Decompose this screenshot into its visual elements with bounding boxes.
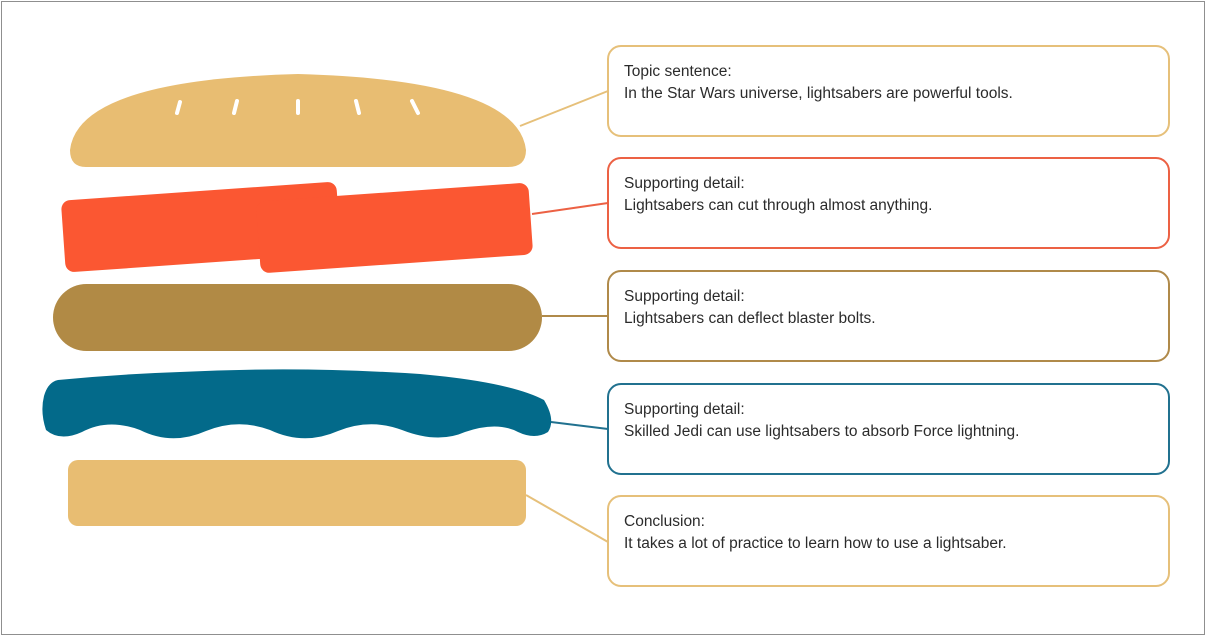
topic-heading: Topic sentence: (624, 63, 732, 80)
tomato-slices (61, 182, 533, 273)
connector-topic (519, 90, 609, 127)
conclusion-box: Conclusion: It takes a lot of practice t… (607, 495, 1170, 587)
connector-detail-3 (550, 421, 609, 430)
conclusion-text: It takes a lot of practice to learn how … (624, 535, 1007, 552)
supporting-detail-2-box: Supporting detail: Lightsabers can defle… (607, 270, 1170, 362)
topic-sentence-box: Topic sentence: In the Star Wars univers… (607, 45, 1170, 137)
detail-3-text: Skilled Jedi can use lightsabers to abso… (624, 423, 1020, 440)
connector-detail-1 (531, 202, 609, 215)
bottom-bun (68, 460, 526, 526)
topic-text: In the Star Wars universe, lightsabers a… (624, 85, 1013, 102)
conclusion-heading: Conclusion: (624, 513, 705, 530)
patty (53, 284, 542, 351)
detail-2-heading: Supporting detail: (624, 288, 745, 305)
connector-conclusion (525, 494, 609, 543)
supporting-detail-1-box: Supporting detail: Lightsabers can cut t… (607, 157, 1170, 249)
top-bun (70, 74, 526, 167)
detail-1-text: Lightsabers can cut through almost anyth… (624, 197, 933, 214)
sesame-seeds (175, 99, 420, 115)
detail-3-heading: Supporting detail: (624, 401, 745, 418)
detail-1-heading: Supporting detail: (624, 175, 745, 192)
supporting-detail-3-box: Supporting detail: Skilled Jedi can use … (607, 383, 1170, 475)
lettuce (42, 369, 552, 439)
detail-2-text: Lightsabers can deflect blaster bolts. (624, 310, 876, 327)
